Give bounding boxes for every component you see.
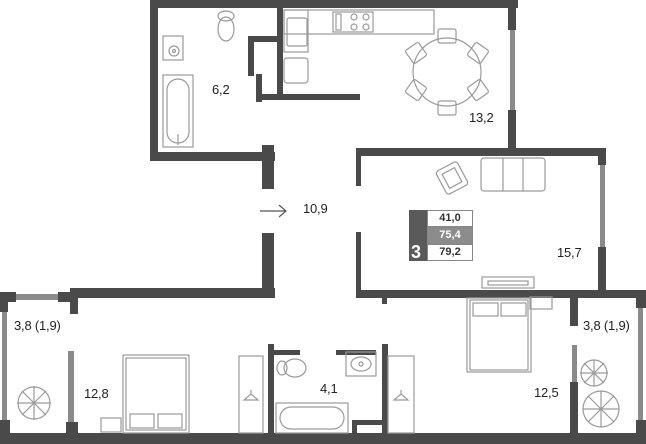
wall: [277, 0, 283, 98]
wall: [356, 290, 646, 298]
nightstand-icon: [100, 417, 122, 433]
room-area-label: 15,7: [557, 245, 582, 260]
wall: [356, 232, 361, 297]
double-bed-icon: [466, 297, 532, 373]
armchair-icon: [435, 161, 469, 195]
tv-stand-icon: [481, 276, 535, 289]
wall: [70, 288, 275, 298]
sink-icon: [345, 351, 377, 377]
kitchen-counter-icon: [283, 9, 435, 84]
wall: [508, 110, 516, 155]
entrance-arrow-icon: [260, 204, 287, 218]
wall: [268, 344, 274, 436]
wall: [598, 148, 606, 165]
room-area-label: 3,8 (1,9): [14, 318, 61, 333]
bathtub-icon: [275, 402, 349, 434]
wardrobe-icon: [387, 355, 415, 434]
dining-table-icon: [405, 28, 489, 116]
sofa-icon: [480, 157, 546, 192]
wall: [570, 296, 578, 326]
wall: [150, 0, 518, 8]
window: [68, 351, 74, 423]
total-area-value: 75,4: [427, 227, 473, 244]
room-area-label: 12,8: [84, 386, 109, 401]
living-area-value: 41,0: [427, 210, 473, 227]
total-area-with-balconies-value: 79,2: [427, 244, 473, 261]
wall: [382, 296, 387, 304]
room-area-label: 6,2: [212, 82, 230, 97]
double-bed-icon: [122, 354, 190, 434]
wall: [0, 420, 10, 444]
nightstand-icon: [529, 296, 553, 310]
plant-icon: [17, 386, 51, 420]
room-area-label: 4,1: [320, 381, 338, 396]
wall: [598, 247, 606, 297]
wall: [248, 36, 280, 42]
window: [510, 30, 515, 110]
sink-icon: [162, 35, 184, 61]
wall: [150, 152, 275, 161]
wall: [0, 292, 16, 302]
window: [572, 345, 577, 383]
wall: [150, 0, 158, 160]
rooms-count-block: 3: [409, 210, 427, 262]
wall: [0, 433, 646, 444]
toilet-icon: [217, 10, 235, 42]
wall: [268, 350, 300, 355]
wardrobe-icon: [238, 355, 264, 434]
wall: [58, 292, 72, 302]
wall: [356, 148, 606, 156]
wall: [262, 145, 274, 189]
rooms-count: 3: [411, 242, 422, 262]
room-area-label: 10,9: [303, 201, 328, 216]
wall: [262, 233, 274, 295]
apartment-summary-badge: 3 41,0 75,4 79,2: [409, 210, 473, 262]
wall: [352, 420, 357, 436]
room-area-label: 12,5: [534, 385, 559, 400]
wall: [70, 292, 78, 314]
wall: [0, 292, 8, 312]
wall: [636, 420, 646, 444]
window: [638, 308, 643, 420]
plant-icon: [580, 359, 620, 428]
wall: [508, 0, 516, 30]
wall: [352, 420, 386, 425]
wall: [256, 74, 262, 102]
window: [16, 294, 58, 300]
wall: [356, 148, 361, 186]
wall: [570, 382, 578, 442]
toilet-icon: [276, 358, 307, 378]
wall: [256, 94, 360, 100]
wall: [248, 36, 254, 76]
bathtub-icon: [162, 74, 194, 148]
room-area-label: 3,8 (1,9): [583, 318, 630, 333]
window: [2, 312, 7, 422]
wall: [636, 290, 646, 308]
window: [600, 165, 605, 247]
room-area-label: 13,2: [469, 110, 494, 125]
wall: [382, 344, 388, 436]
